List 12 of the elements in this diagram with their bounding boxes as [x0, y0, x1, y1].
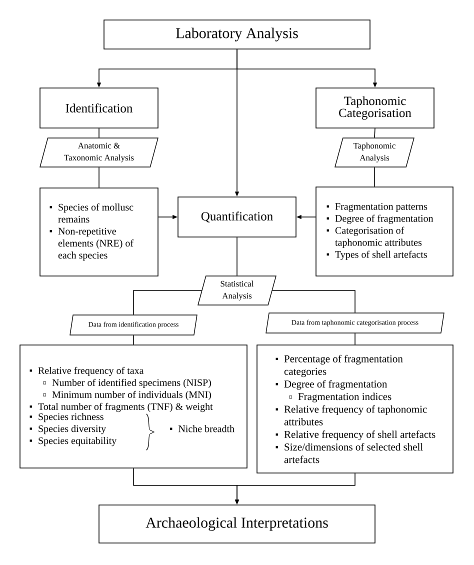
process-box: Archaeological Interpretations — [98, 504, 376, 544]
bullet-list-box: Relative frequency of taxa Number of identified specimens (NISP) Minimum number of individuals (MNI) Total number of fragments (TNF) & weight Species richness Species diversity Species equitability Niche breadth — [20, 344, 248, 468]
bullet-list-box: Percentage of fragmentation categories Degree of fragmentation Fragmentation indices Relative frequency of taphonomic attributes Relative frequency of shell artefacts Size/dimensions of selected shell artefacts — [256, 344, 454, 474]
bullet-list-box: Fragmentation patterns Degree of fragmentation Categorisation of taphonomic attributes Types of shell artefacts — [316, 186, 454, 276]
process-parallelogram: Taphonomic Analysis — [334, 138, 414, 168]
process-box: Identification — [40, 88, 158, 128]
bullet-list-box: Species of mollusc remains Non-repetitive elements (NRE) of each species — [40, 188, 158, 276]
process-parallelogram: Anatomic & Taxonomic Analysis — [40, 138, 158, 168]
process-box: Taphonomic Categorisation — [316, 88, 434, 128]
process-parallelogram: Statistical Analysis — [198, 276, 276, 306]
process-box: Quantification — [178, 196, 296, 238]
process-box: Laboratory Analysis — [104, 20, 370, 50]
